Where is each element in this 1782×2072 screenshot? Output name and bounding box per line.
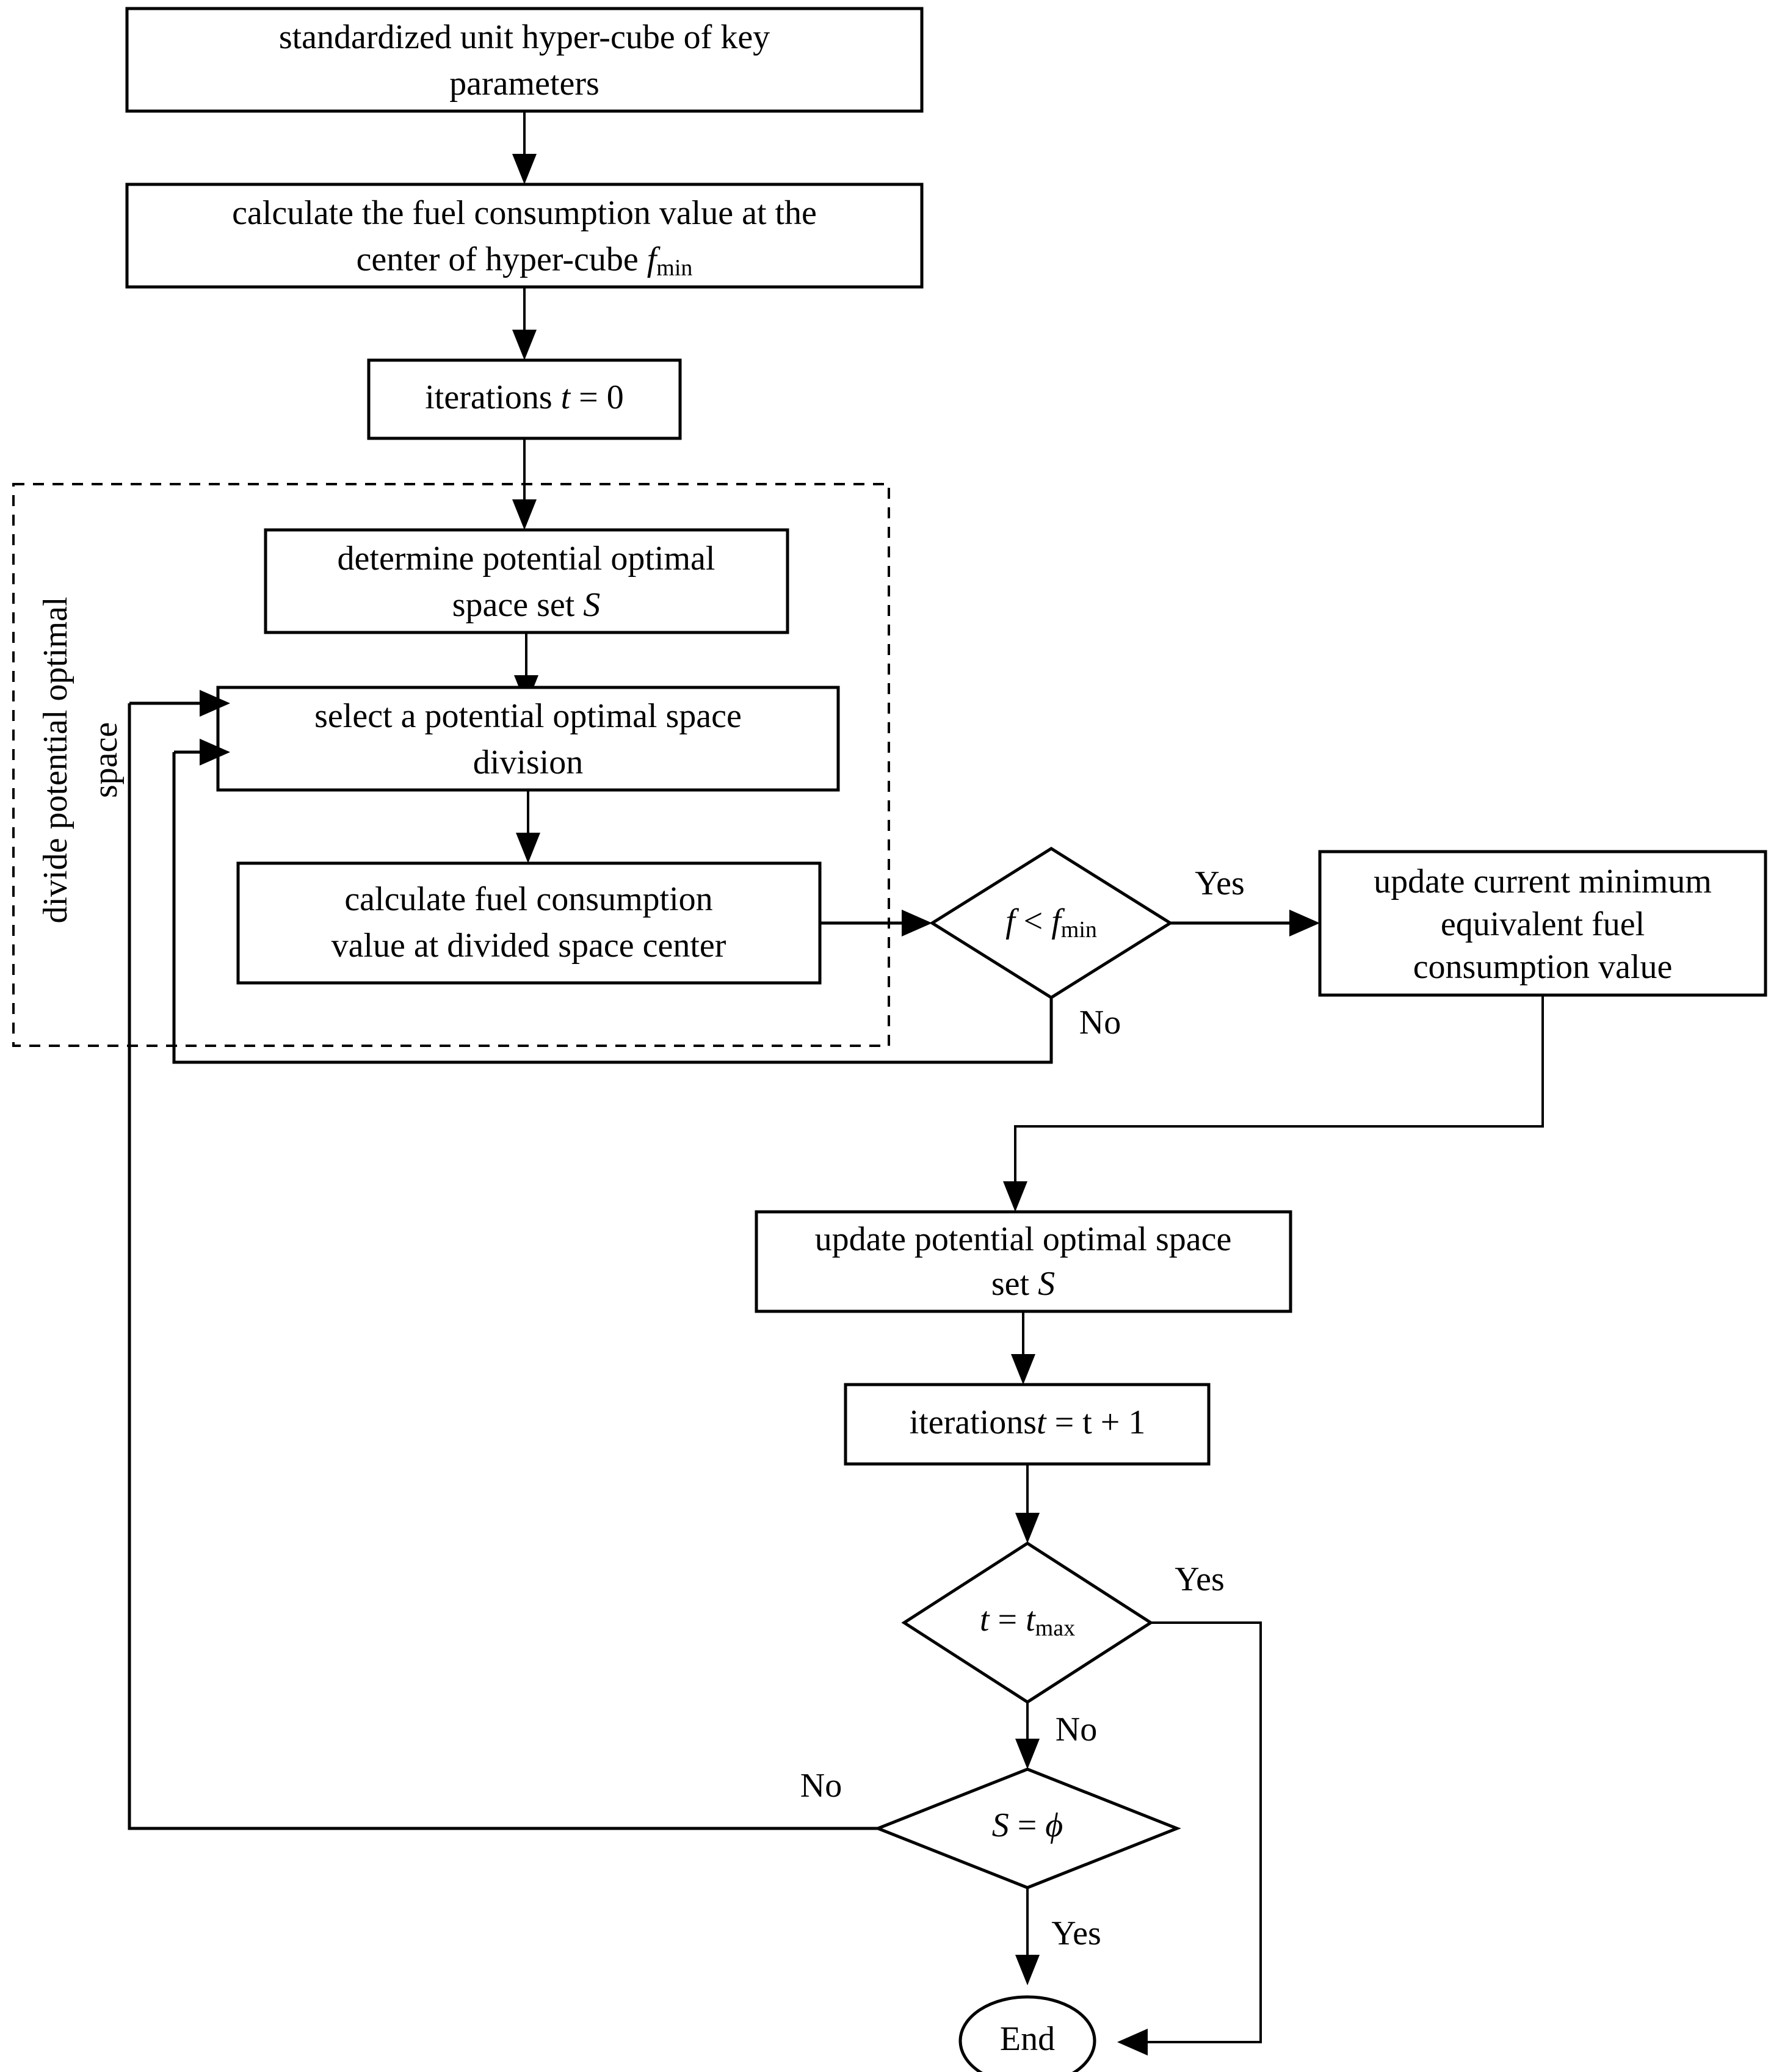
node-iterations-init[interactable]: iterations t = 0: [367, 358, 682, 440]
edge-label-sempty-no: No: [800, 1767, 842, 1805]
arrowhead-icon: [1003, 1181, 1027, 1212]
node-calc-divided[interactable]: calculate fuel consumption value at divi…: [236, 861, 822, 985]
node-update-min-line1: update current minimum: [1374, 863, 1712, 900]
node-select-division-line2: division: [473, 744, 583, 781]
node-determine-set[interactable]: determine potential optimal space set S: [264, 528, 789, 634]
node-iterations-inc-label: iterationst = t + 1: [910, 1404, 1146, 1441]
edge-update-set-to-iterations-inc: [1011, 1311, 1035, 1385]
node-end-label: End: [1000, 2020, 1055, 2058]
arrowhead-icon: [1289, 910, 1320, 936]
node-iterations-init-label: iterations t = 0: [425, 379, 624, 416]
node-calc-center-line2: center of hyper-cube fmin: [357, 241, 693, 281]
edge-decision-tmax-yes: Yes: [1117, 1560, 1262, 2056]
edge-label-tmax-no: No: [1056, 1711, 1097, 1748]
arrowhead-icon: [1011, 1354, 1035, 1385]
node-decision-f[interactable]: f < fmin: [929, 847, 1173, 999]
node-decision-f-label: f < fmin: [1005, 902, 1097, 943]
edge-decision-tmax-no: No: [1015, 1702, 1097, 1769]
node-calc-divided-line1: calculate fuel consumption: [344, 880, 712, 918]
edge-calc-center-to-iterations-init: [512, 287, 537, 360]
arrowhead-icon: [1015, 1955, 1040, 1985]
arrowhead-icon: [200, 739, 230, 766]
edge-update-min-to-update-set: [1003, 995, 1544, 1212]
arrowhead-icon: [512, 499, 537, 530]
node-select-division-shape[interactable]: [216, 686, 840, 792]
arrowhead-icon: [200, 690, 230, 717]
group-label-line1: divide potential optimal: [37, 596, 74, 923]
edge-label-f-yes: Yes: [1195, 864, 1244, 902]
node-end-shape[interactable]: [958, 1995, 1096, 2072]
node-calc-center[interactable]: calculate the fuel consumption value at …: [125, 183, 924, 289]
edge-decision-f-yes: Yes: [1170, 864, 1320, 936]
arrowhead-icon: [512, 154, 537, 184]
node-calc-divided-shape[interactable]: [236, 861, 822, 985]
edge-label-tmax-yes: Yes: [1175, 1560, 1224, 1598]
node-start-hypercube[interactable]: standardized unit hyper-cube of key para…: [125, 7, 924, 113]
node-decision-tmax-label: t = tmax: [980, 1601, 1075, 1641]
node-update-min[interactable]: update current minimum equivalent fuel c…: [1318, 850, 1767, 997]
group-dashed-border: [12, 483, 890, 1047]
arrowhead-icon: [512, 330, 537, 360]
node-select-division-line1: select a potential optimal space: [314, 697, 742, 735]
arrowhead-icon: [516, 833, 540, 863]
edge-decision-f-no: No: [172, 739, 1121, 1064]
node-start-hypercube-line1: standardized unit hyper-cube of key: [279, 18, 770, 56]
node-update-min-shape[interactable]: [1318, 850, 1767, 997]
node-decision-sempty[interactable]: S = ϕ: [874, 1767, 1181, 1889]
edge-select-division-to-calc-divided: [516, 790, 540, 863]
node-calc-center-shape[interactable]: [125, 183, 924, 289]
arrowhead-icon: [1015, 1513, 1040, 1543]
node-update-set[interactable]: update potential optimal space set S: [755, 1210, 1292, 1313]
edge-iterations-inc-to-decision-tmax: [1015, 1464, 1040, 1543]
edge-label-sempty-yes: Yes: [1051, 1914, 1101, 1952]
edge-iterations-init-to-determine-set: [512, 438, 537, 530]
node-iterations-inc[interactable]: iterationst = t + 1: [844, 1383, 1211, 1466]
node-decision-tmax[interactable]: t = tmax: [901, 1541, 1154, 1704]
group-label-line2: space: [87, 722, 125, 798]
edge-start-to-calc-center: [512, 111, 537, 184]
node-update-min-line2: equivalent fuel: [1441, 905, 1645, 943]
node-select-division[interactable]: select a potential optimal space divisio…: [216, 686, 840, 792]
arrowhead-icon: [1015, 1739, 1040, 1769]
node-determine-set-line1: determine potential optimal: [338, 540, 715, 578]
node-end[interactable]: End: [958, 1995, 1096, 2072]
node-determine-set-line2: space set S: [452, 586, 601, 624]
node-calc-divided-line2: value at divided space center: [331, 927, 726, 965]
edge-decision-sempty-no: No: [128, 690, 878, 1830]
node-update-min-line3: consumption value: [1413, 948, 1673, 986]
node-update-set-line1: update potential optimal space: [815, 1220, 1232, 1258]
edge-calc-divided-to-decision-f: [820, 910, 932, 936]
node-iterations-inc-shape[interactable]: [844, 1383, 1211, 1466]
node-calc-center-line1: calculate the fuel consumption value at …: [232, 194, 817, 232]
group-label-divide-potential-optimal-space: divide potential optimal space: [37, 596, 125, 923]
node-determine-set-shape[interactable]: [264, 528, 789, 634]
edge-decision-sempty-yes: Yes: [1015, 1888, 1101, 1985]
arrowhead-icon: [1117, 2029, 1148, 2056]
arrowhead-icon: [902, 910, 932, 936]
node-start-hypercube-shape[interactable]: [125, 7, 924, 113]
node-start-hypercube-line2: parameters: [449, 65, 599, 103]
node-decision-sempty-label: S = ϕ: [992, 1806, 1063, 1844]
node-update-set-line2: set S: [991, 1265, 1055, 1303]
node-update-set-shape[interactable]: [755, 1210, 1292, 1313]
edge-label-f-no: No: [1079, 1004, 1121, 1041]
